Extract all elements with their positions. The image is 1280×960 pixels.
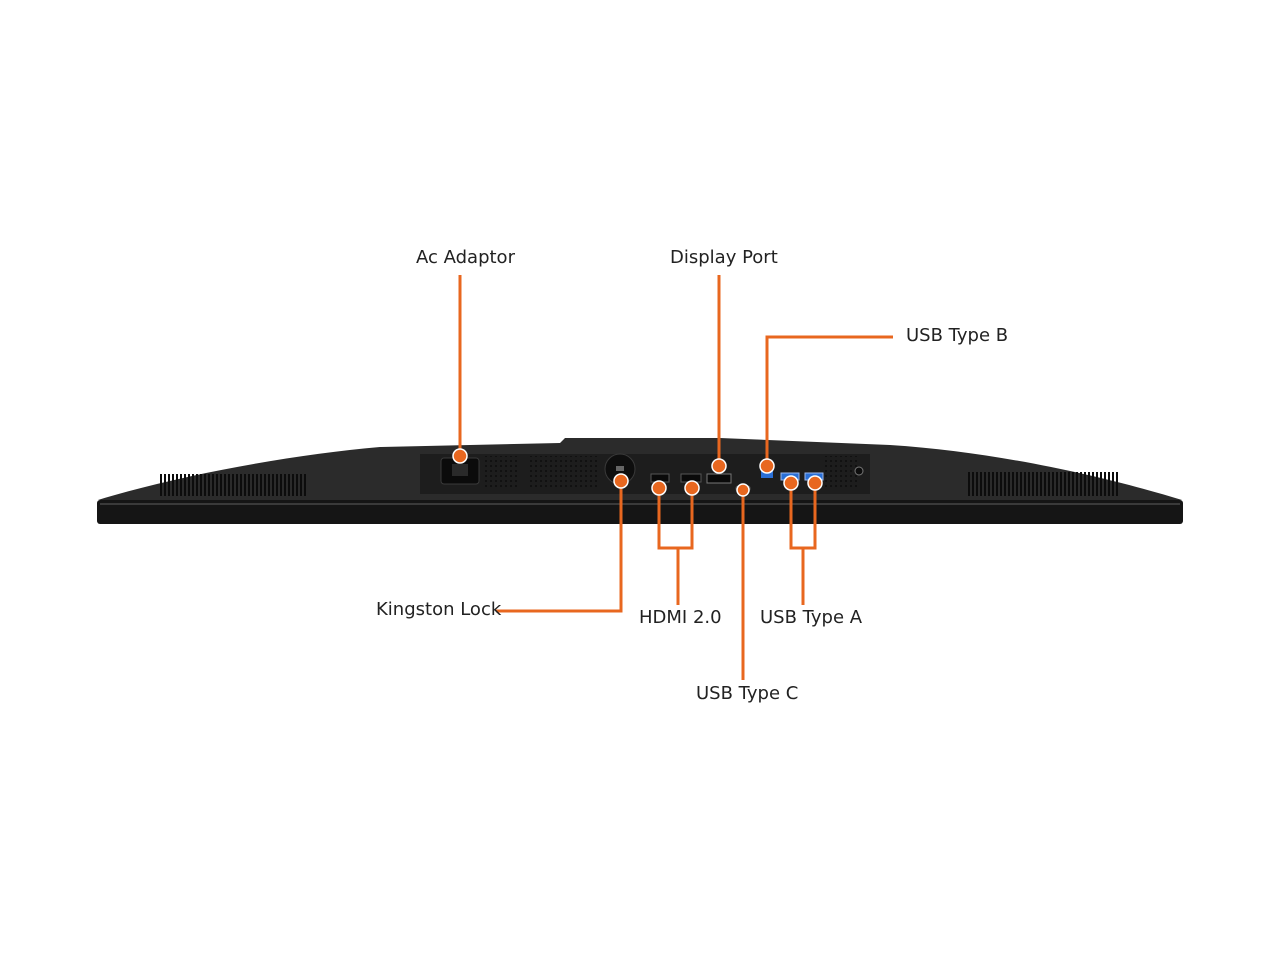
callout-hdmi-line: [657, 488, 694, 550]
dot-usb-type-a-2: [807, 475, 823, 491]
callout-usb-type-b-line: [765, 335, 893, 466]
ac-inlet-pins: [452, 464, 468, 476]
label-ac-adaptor: Ac Adaptor: [416, 247, 515, 268]
label-usb-type-c: USB Type C: [696, 683, 799, 704]
label-display-port: Display Port: [670, 247, 778, 268]
dot-ac-adaptor: [452, 448, 468, 464]
monitor-front-bezel: [97, 500, 1183, 524]
panel-grill-mid: [528, 456, 598, 490]
dot-usb-type-a-1: [783, 475, 799, 491]
dot-display-port: [711, 458, 727, 474]
dot-hdmi-1: [651, 480, 667, 496]
right-vent: [968, 472, 1118, 496]
power-button: [854, 466, 864, 476]
panel-grill-right: [822, 456, 860, 490]
label-kingston-lock: Kingston Lock: [376, 599, 502, 620]
dot-usb-type-b: [759, 458, 775, 474]
callout-kingston-lock-line: [496, 481, 623, 613]
dot-kingston-lock: [613, 473, 629, 489]
monitor-body: [97, 438, 1183, 524]
panel-grill-left: [485, 456, 520, 490]
callout-dots: [452, 448, 823, 497]
callout-lines: [458, 275, 893, 680]
label-usb-type-b: USB Type B: [906, 325, 1009, 346]
dot-hdmi-2: [684, 480, 700, 496]
label-usb-type-a: USB Type A: [760, 607, 863, 628]
display-port-connector: [706, 473, 732, 484]
left-vent: [158, 474, 308, 496]
bezel-highlight: [100, 503, 1180, 505]
label-hdmi: HDMI 2.0: [639, 607, 722, 628]
kingston-lock-slot: [616, 466, 624, 471]
dot-usb-type-c: [736, 483, 750, 497]
